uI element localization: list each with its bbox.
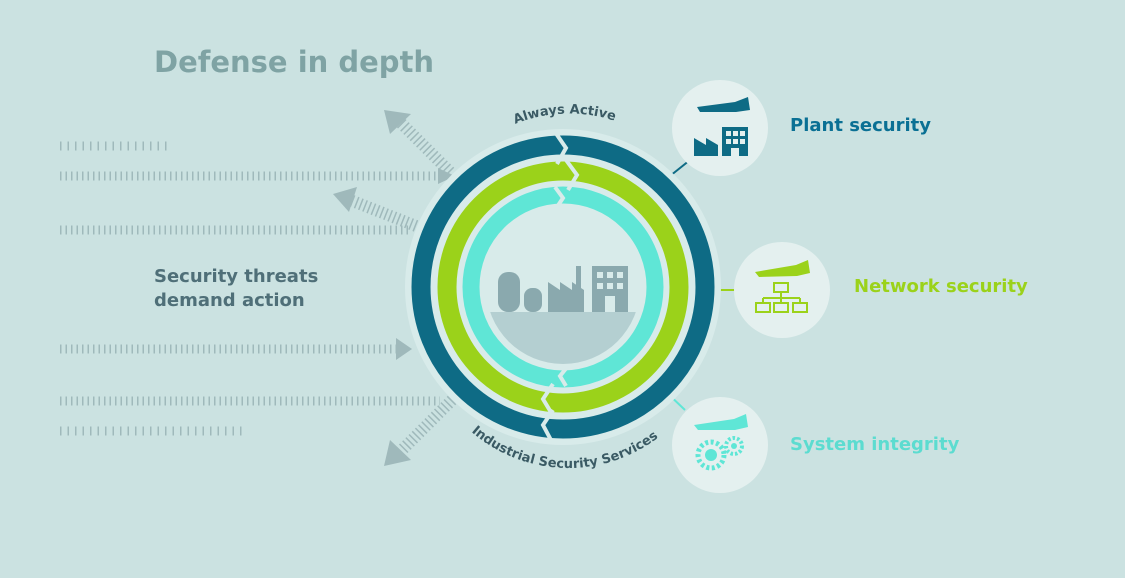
system-integrity-label: System integrity	[790, 434, 960, 455]
inner-ring-seam-bottom	[557, 364, 570, 388]
network-security-label: Network security	[854, 276, 1028, 297]
threat-stream-4	[60, 338, 412, 360]
plant-security-label: Plant security	[790, 115, 931, 136]
system-integrity-icon	[672, 397, 768, 493]
deflected-arrow-top	[384, 110, 455, 177]
middle-ring	[437, 161, 689, 413]
threats-text-line-1: Security threats	[154, 266, 319, 287]
outer-ring-seam-bottom	[540, 408, 555, 443]
outer-ring-seam-top	[553, 130, 569, 165]
plant-security-icon	[672, 80, 768, 176]
deflected-arrow-mid	[333, 187, 419, 232]
inner-ring-seam-top	[553, 185, 566, 209]
threats-text-line-2: demand action	[154, 290, 305, 311]
middle-ring-seam-top	[564, 158, 580, 192]
network-security-icon	[734, 242, 830, 338]
always-active-label: Always Active	[511, 102, 618, 127]
middle-ring-seam-bottom	[540, 382, 555, 416]
threat-stream-2	[60, 168, 455, 184]
page-title: Defense in depth	[154, 45, 435, 79]
deflected-arrow-bottom	[384, 395, 457, 466]
